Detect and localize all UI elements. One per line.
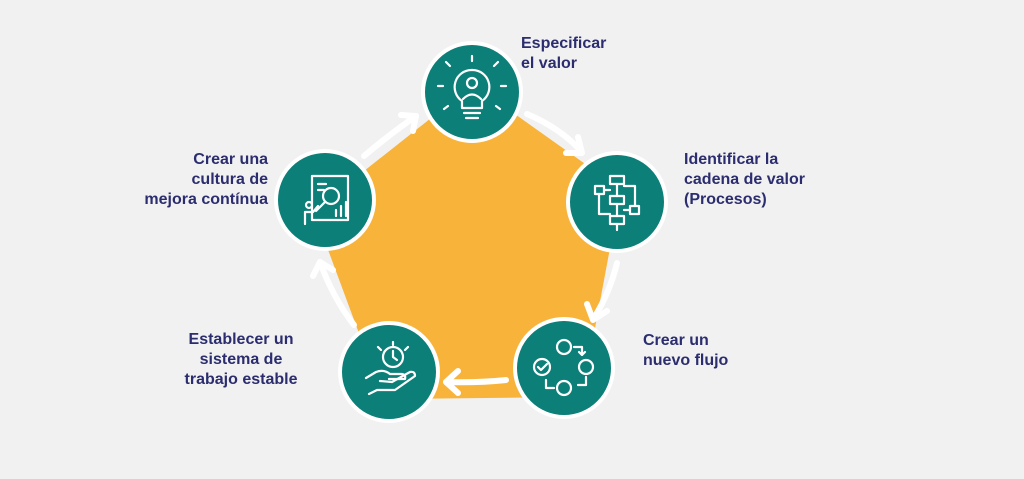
flow-arrow [524, 111, 585, 156]
step-label: Crear un nuevo flujo [643, 332, 729, 369]
step-label: Crear una cultura de mejora contínua [144, 151, 268, 208]
step-label: Especificar el valor [521, 35, 607, 72]
flow-arrow [584, 260, 620, 323]
analysis-board-icon [303, 174, 350, 226]
step-node [274, 149, 376, 251]
step-node [566, 151, 668, 253]
step-node [421, 41, 523, 143]
step-label: Identificar la cadena de valor (Procesos… [684, 151, 805, 208]
step-label: Establecer un sistema de trabajo estable [184, 331, 298, 388]
flow-arrow [310, 259, 357, 328]
flow-arrow [361, 112, 419, 159]
hand-clock-icon [364, 340, 417, 396]
flowchart-icon [593, 174, 641, 232]
flow-arrow [443, 368, 509, 396]
lightbulb-person-icon [436, 54, 508, 120]
step-node [513, 317, 615, 419]
step-node [338, 321, 440, 423]
cycle-flow-icon [532, 338, 595, 397]
